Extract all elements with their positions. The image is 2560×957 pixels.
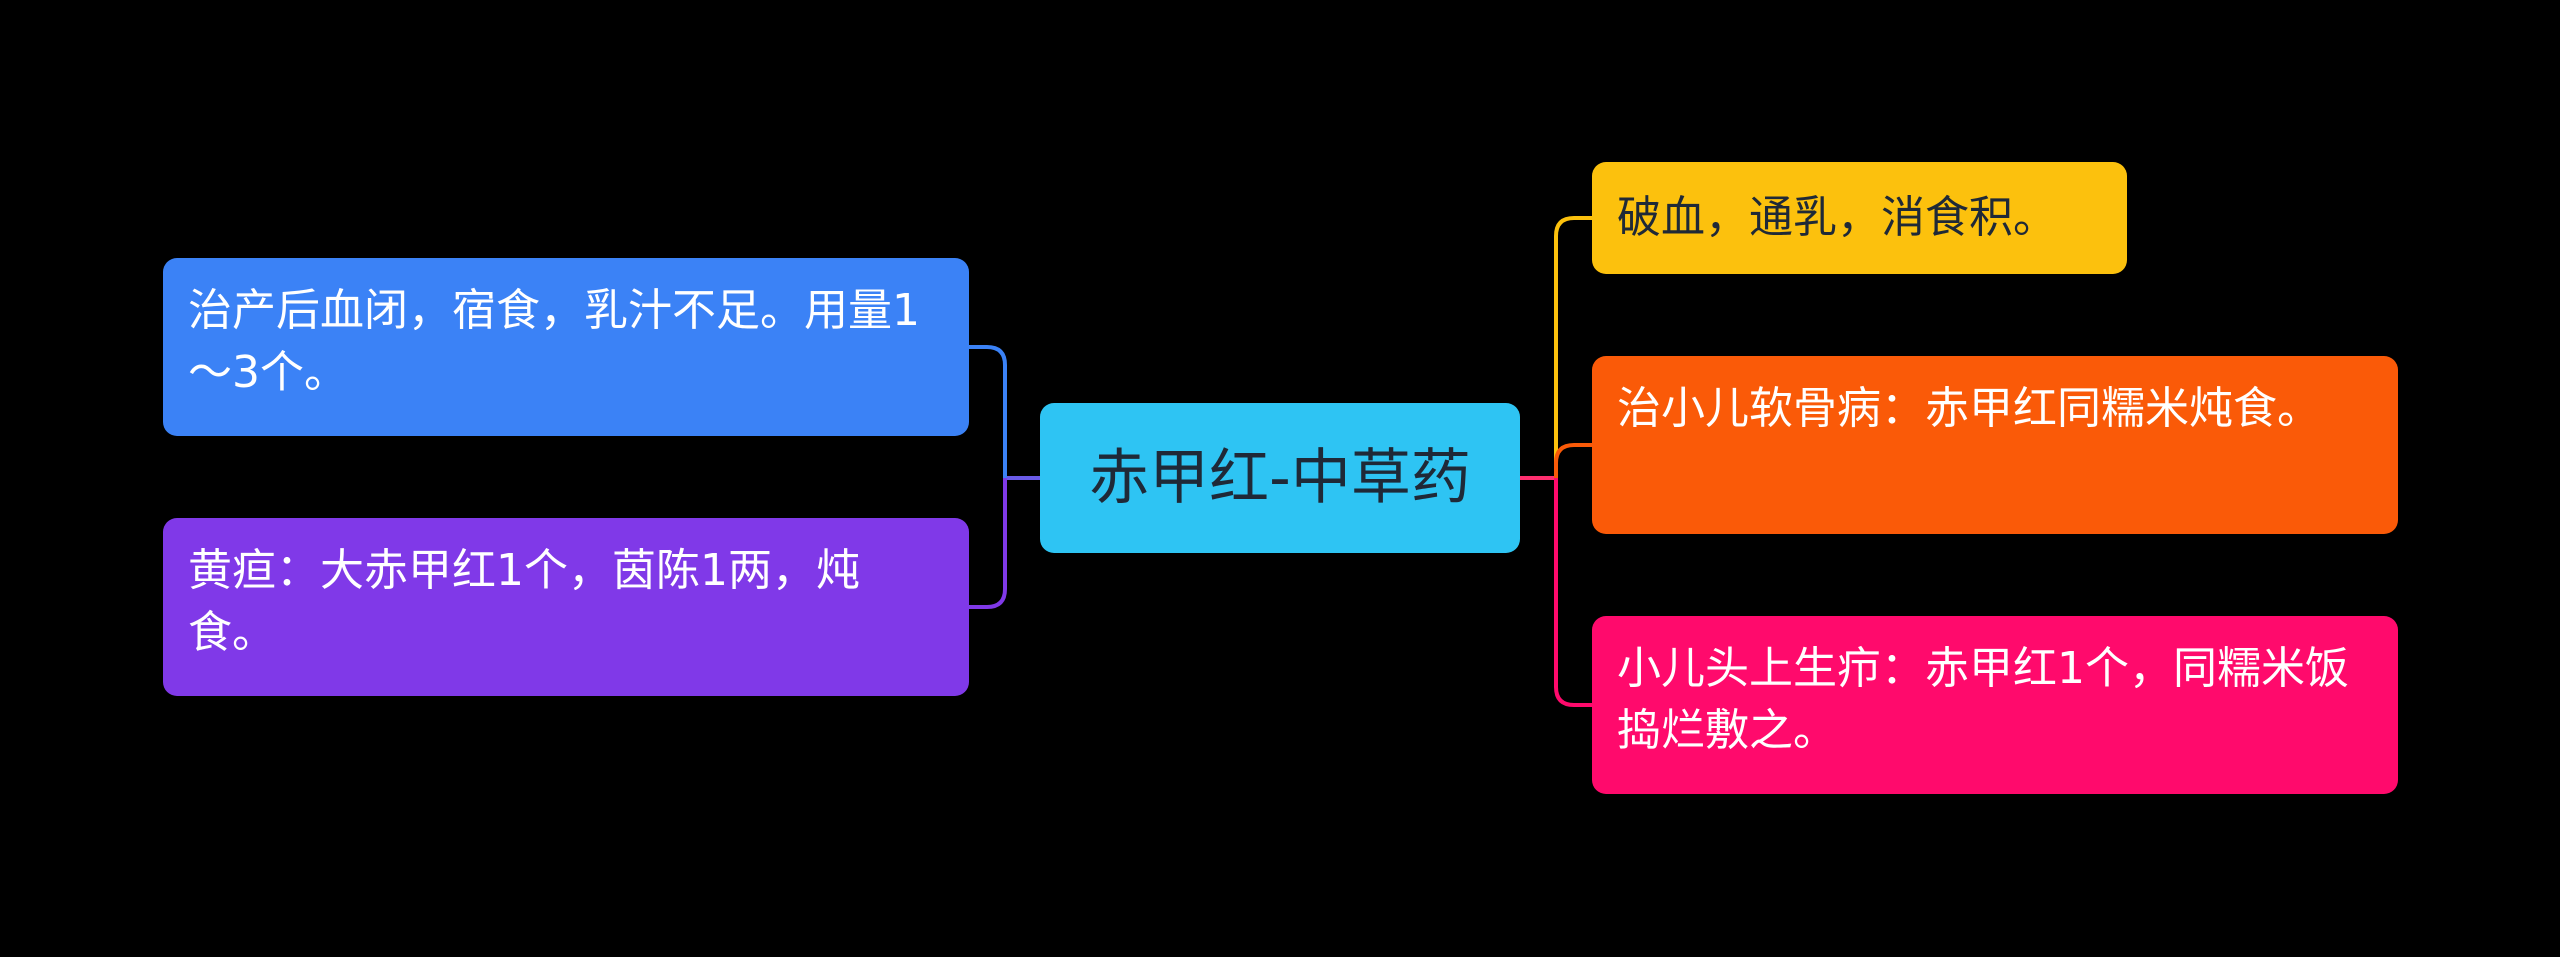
topic-label: 破血，通乳，消食积。	[1617, 192, 2057, 243]
connector-right-3	[1554, 478, 1592, 707]
central-topic[interactable]: 赤甲红-中草药	[1040, 403, 1520, 553]
topic-postpartum-treatment[interactable]: 治产后血闭，宿食，乳汁不足。用量1～3个。	[163, 258, 969, 436]
topic-rickets-remedy[interactable]: 治小儿软骨病：赤甲红同糯米炖食。	[1592, 356, 2398, 534]
topic-label: 小儿头上生疖：赤甲红1个，同糯米饭捣烂敷之。	[1617, 643, 2349, 756]
connector-left-1	[969, 345, 1007, 478]
central-topic-label: 赤甲红-中草药	[1089, 443, 1471, 513]
connector-right-1	[1554, 216, 1592, 478]
topic-label: 治产后血闭，宿食，乳汁不足。用量1～3个。	[188, 285, 920, 398]
topic-label: 治小儿软骨病：赤甲红同糯米炖食。	[1617, 383, 2321, 434]
connector-right-2	[1554, 443, 1592, 478]
connector-left-2	[969, 478, 1007, 609]
topic-jaundice-remedy[interactable]: 黄疸：大赤甲红1个，茵陈1两，炖食。	[163, 518, 969, 696]
topic-boil-remedy[interactable]: 小儿头上生疖：赤甲红1个，同糯米饭捣烂敷之。	[1592, 616, 2398, 794]
topic-effects[interactable]: 破血，通乳，消食积。	[1592, 162, 2127, 274]
topic-label: 黄疸：大赤甲红1个，茵陈1两，炖食。	[188, 545, 860, 658]
